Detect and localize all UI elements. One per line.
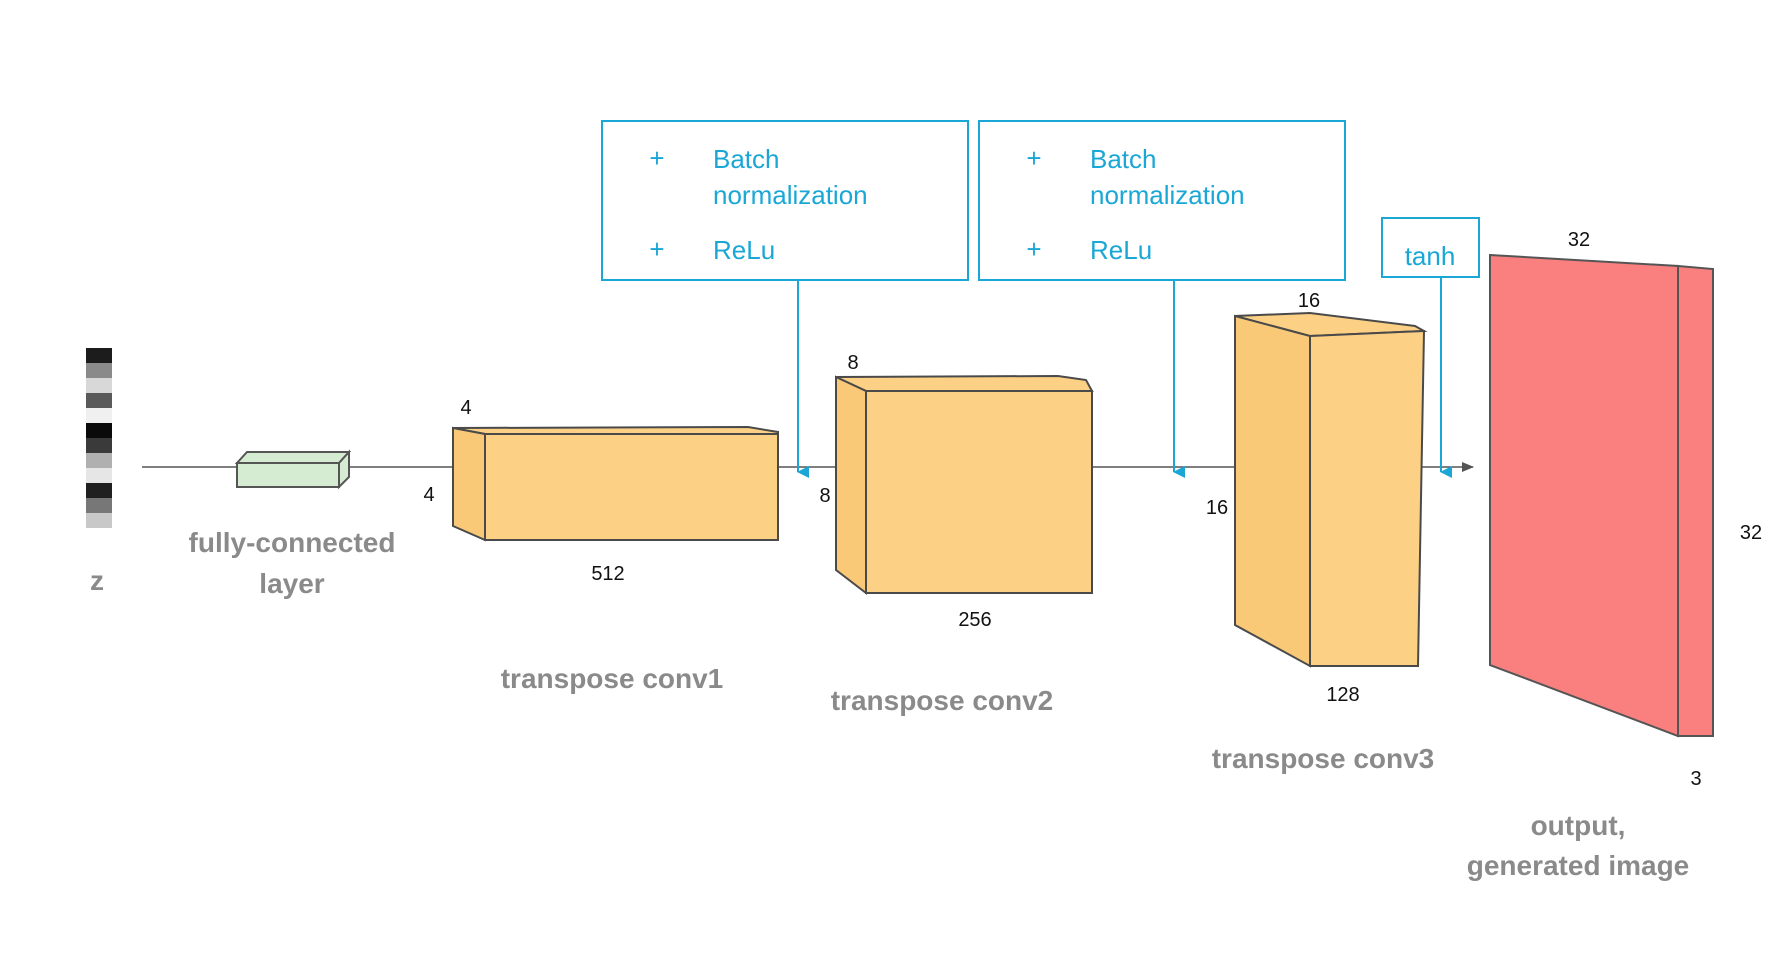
z-cell xyxy=(86,423,112,438)
output-label-line1: output, xyxy=(1531,810,1626,841)
output-width-dim: 32 xyxy=(1568,229,1590,251)
conv2-height-dim: 8 xyxy=(819,485,830,507)
z-cell xyxy=(86,363,112,378)
conv3-height-dim: 16 xyxy=(1206,497,1228,519)
conv1-height-dim: 4 xyxy=(423,484,434,506)
conv3-label: transpose conv3 xyxy=(1212,743,1435,774)
batchnorm-relu-box-2: + Batch normalization + ReLu xyxy=(978,120,1346,281)
z-cell xyxy=(86,468,112,483)
output-block xyxy=(1489,253,1714,738)
conv3-depth-dim: 16 xyxy=(1298,290,1320,312)
z-cell xyxy=(86,393,112,408)
fully-connected-block xyxy=(234,449,352,490)
bn2-bullet-2: + xyxy=(1026,234,1041,264)
z-cell xyxy=(86,513,112,528)
fc-label-line2: layer xyxy=(259,568,324,599)
conv1-channels-dim: 512 xyxy=(591,563,624,585)
bn2-item-2: ReLu xyxy=(1090,235,1152,265)
bn1-bullet-1: + xyxy=(649,143,664,173)
z-cell xyxy=(86,453,112,468)
output-height-dim: 32 xyxy=(1740,522,1762,544)
output-channels-dim: 3 xyxy=(1690,768,1701,790)
input-noise-vector xyxy=(86,348,112,528)
z-cell xyxy=(86,348,112,363)
output-label-line2: generated image xyxy=(1467,850,1690,881)
z-cell xyxy=(86,483,112,498)
tanh-box: tanh xyxy=(1381,217,1480,278)
z-cell xyxy=(86,378,112,393)
conv2-depth-dim: 8 xyxy=(847,352,858,374)
batchnorm-relu-box-1: + Batch normalization + ReLu xyxy=(601,120,969,281)
conv2-block xyxy=(835,374,1094,596)
bn1-item-1-line2: normalization xyxy=(713,180,868,210)
bn2-item-1-line1: Batch xyxy=(1090,144,1157,174)
z-cell xyxy=(86,438,112,453)
bn1-bullet-2: + xyxy=(649,234,664,264)
bn1-item-1-line1: Batch xyxy=(713,144,780,174)
z-cell xyxy=(86,408,112,423)
conv2-channels-dim: 256 xyxy=(958,609,991,631)
conv1-block xyxy=(452,425,779,542)
conv3-channels-dim: 128 xyxy=(1326,684,1359,706)
tanh-label: tanh xyxy=(1405,241,1456,271)
conv2-label: transpose conv2 xyxy=(831,685,1054,716)
conv1-label: transpose conv1 xyxy=(501,663,724,694)
bn1-item-2: ReLu xyxy=(713,235,775,265)
z-cell xyxy=(86,498,112,513)
input-label: z xyxy=(90,565,104,596)
fc-label-line1: fully-connected xyxy=(189,527,396,558)
conv3-block xyxy=(1234,311,1428,668)
bn2-bullet-1: + xyxy=(1026,143,1041,173)
bn2-item-1-line2: normalization xyxy=(1090,180,1245,210)
conv1-depth-dim: 4 xyxy=(460,397,471,419)
